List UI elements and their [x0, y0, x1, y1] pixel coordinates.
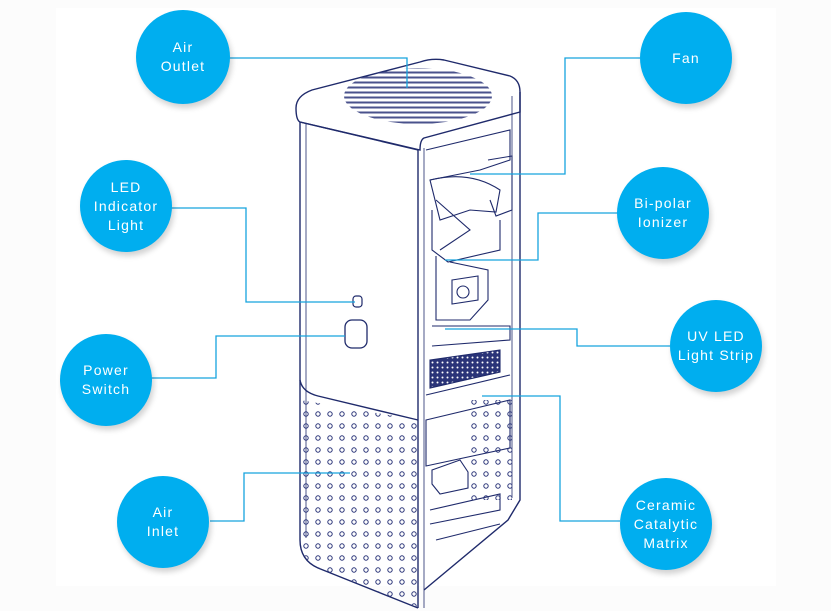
callout-air-inlet: Air Inlet: [117, 476, 209, 568]
callout-bi-polar-ionizer: Bi-polar Ionizer: [617, 167, 709, 259]
connector-uv: [445, 328, 670, 347]
connector-air-outlet: [228, 57, 408, 88]
callout-fan: Fan: [640, 12, 732, 104]
air-outlet-grille: [344, 68, 492, 124]
callout-label: Air Inlet: [146, 504, 180, 539]
catalytic-holes: [470, 400, 512, 500]
internal-components: [425, 129, 513, 541]
callout-led-indicator-light: LED Indicator Light: [80, 160, 172, 252]
callout-label: Air Outlet: [160, 39, 206, 74]
connector-ionizer: [445, 212, 620, 261]
air-inlet-perforations: [300, 400, 418, 608]
callout-uv-led-light-strip: UV LED Light Strip: [670, 300, 762, 392]
callout-label: Power Switch: [81, 362, 131, 397]
connector-led: [150, 207, 355, 303]
callout-power-switch: Power Switch: [60, 334, 152, 426]
connector-inlet: [210, 472, 350, 522]
callout-label: UV LED Light Strip: [677, 328, 755, 363]
callout-label: Fan: [672, 49, 700, 66]
callout-label: LED Indicator Light: [93, 178, 159, 233]
callout-label: Bi-polar Ionizer: [634, 195, 692, 230]
connector-power: [130, 335, 345, 379]
connector-lines: [130, 57, 670, 522]
callout-label: Ceramic Catalytic Matrix: [633, 496, 699, 551]
connector-ceramic: [482, 395, 620, 522]
callout-air-outlet: Air Outlet: [136, 10, 230, 104]
power-switch-shape: [344, 319, 368, 349]
connector-fan: [470, 57, 640, 175]
callout-ceramic-catalytic-matrix: Ceramic Catalytic Matrix: [620, 478, 712, 570]
